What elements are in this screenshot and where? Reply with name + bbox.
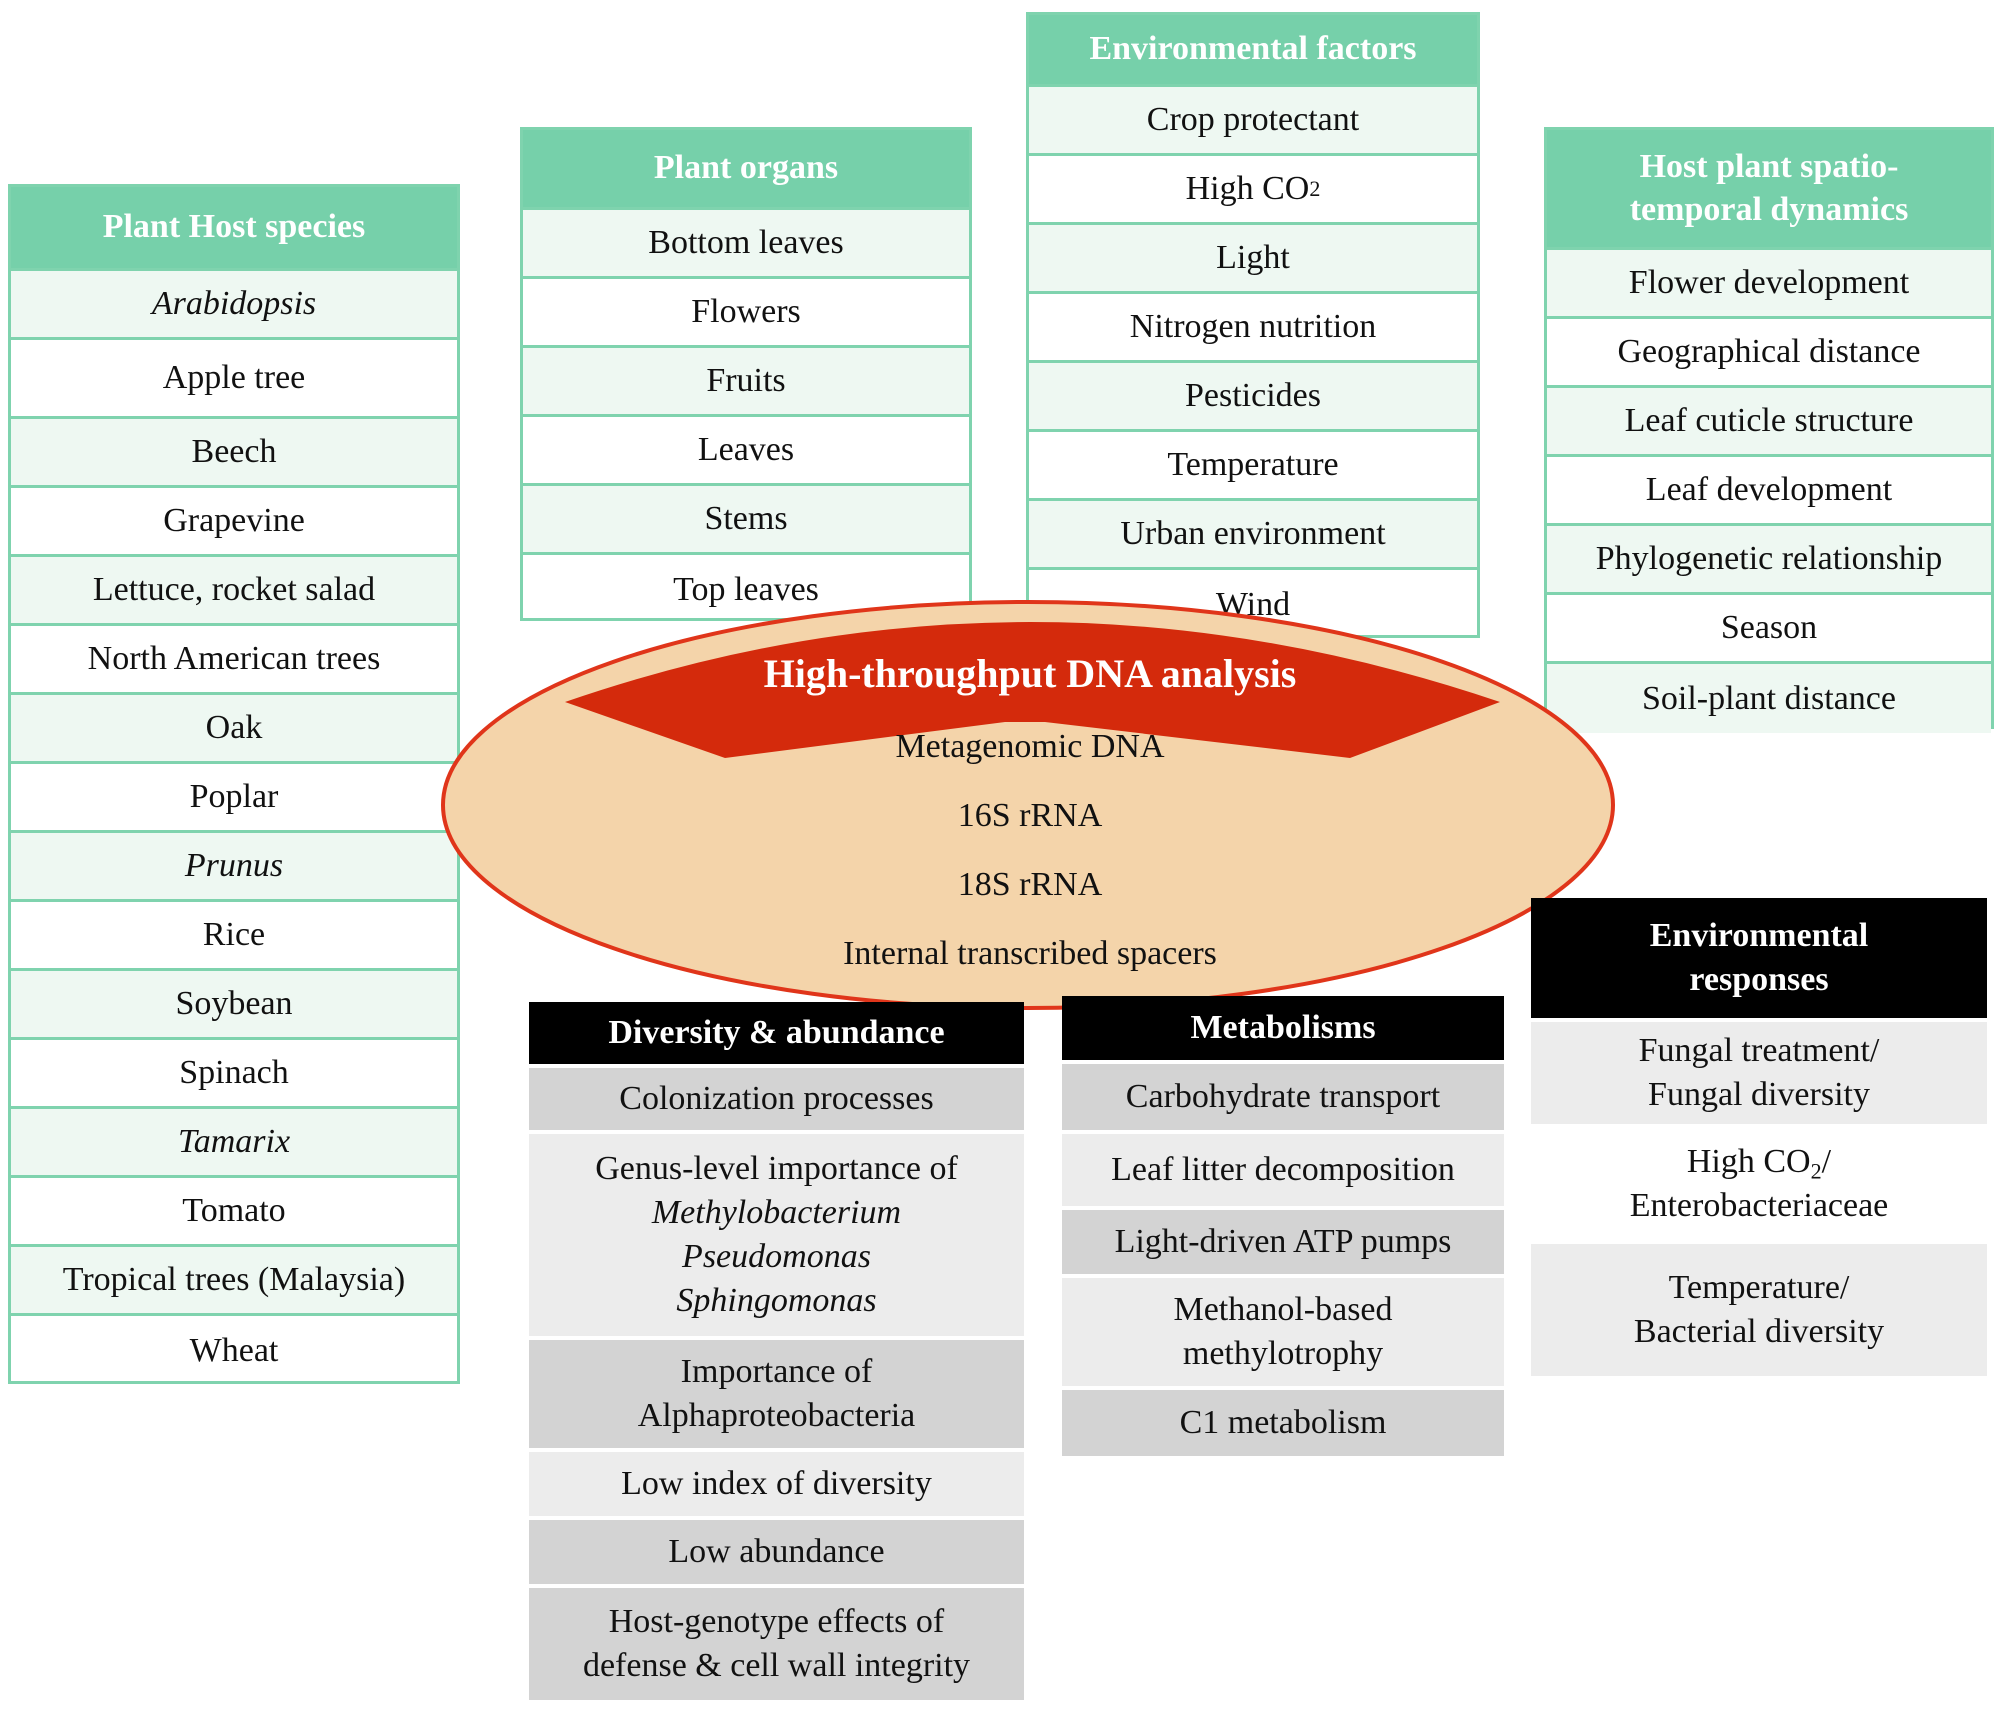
spatiotemporal-row: Flower development [1547, 250, 1991, 319]
plant-organ-row: Top leaves [673, 570, 819, 608]
environmental-factor-row: Pesticides [1029, 363, 1477, 432]
metabolisms-row-atp-pumps: Light-driven ATP pumps [1062, 1210, 1504, 1278]
metabolisms-header: Metabolisms [1062, 996, 1504, 1064]
spatiotemporal-dynamics-table: Host plant spatio- temporal dynamics Flo… [1544, 127, 1994, 733]
plant-host-row: Spinach [11, 1040, 457, 1109]
plant-host-row: Rice [11, 902, 457, 971]
plant-host-row: Wheat [189, 1331, 279, 1369]
spatiotemporal-row: Season [1547, 595, 1991, 664]
diversity-row-low-index: Low index of diversity [529, 1452, 1024, 1520]
genus-pseudomonas: Pseudomonas [682, 1238, 871, 1275]
plant-host-row: Tropical trees (Malaysia) [11, 1247, 457, 1316]
dna-item-its: Internal transcribed spacers [843, 935, 1217, 972]
metabolisms-row-methylotrophy: Methanol-based methylotrophy [1062, 1278, 1504, 1390]
plant-host-row: Arabidopsis [11, 271, 457, 340]
env-response-row-high-co2: High CO2/ Enterobacteriaceae [1531, 1128, 1987, 1244]
dna-item-16s: 16S rRNA [957, 797, 1103, 834]
spatiotemporal-row: Leaf cuticle structure [1547, 388, 1991, 457]
environmental-factor-row: Light [1029, 225, 1477, 294]
spatiotemporal-dynamics-header: Host plant spatio- temporal dynamics [1547, 130, 1991, 250]
spatiotemporal-title-line2: temporal dynamics [1629, 190, 1909, 228]
plant-host-row: Grapevine [11, 488, 457, 557]
diversity-abundance-table: Diversity & abundance Colonization proce… [529, 1002, 1024, 1700]
diversity-row-alphaproteobacteria: Importance of Alphaproteobacteria [529, 1340, 1024, 1452]
plant-host-row: Apple tree [11, 340, 457, 419]
plant-host-row: North American trees [11, 626, 457, 695]
dna-item-18s: 18S rRNA [957, 866, 1103, 903]
environmental-factor-row: Temperature [1029, 432, 1477, 501]
env-response-row-temperature: Temperature/ Bacterial diversity [1531, 1244, 1987, 1376]
diversity-row-colonization: Colonization processes [529, 1068, 1024, 1134]
spatiotemporal-title-line1: Host plant spatio- [1639, 148, 1899, 185]
plant-host-row: Soybean [11, 971, 457, 1040]
plant-host-row: Tomato [11, 1178, 457, 1247]
plant-organ-row: Stems [523, 486, 969, 555]
spatiotemporal-row: Leaf development [1547, 457, 1991, 526]
spatiotemporal-row: Soil-plant distance [1547, 664, 1991, 733]
dna-item-metagenomic: Metagenomic DNA [895, 728, 1165, 765]
environmental-factor-row: Wind [1215, 585, 1291, 623]
plant-organs-header: Plant organs [523, 130, 969, 210]
metabolisms-row-carbohydrate: Carbohydrate transport [1062, 1064, 1504, 1134]
dna-analysis-title: High-throughput DNA analysis [763, 651, 1297, 696]
environmental-responses-table: Environmental responses Fungal treatment… [1531, 898, 1987, 1376]
diversity-row-host-genotype: Host-genotype effects of defense & cell … [529, 1588, 1024, 1700]
environmental-factor-row: Crop protectant [1029, 87, 1477, 156]
plant-host-row: Poplar [11, 764, 457, 833]
spatiotemporal-row: Geographical distance [1547, 319, 1991, 388]
env-response-row-fungal: Fungal treatment/ Fungal diversity [1531, 1022, 1987, 1128]
environmental-factor-row: Nitrogen nutrition [1029, 294, 1477, 363]
plant-organ-row: Flowers [523, 279, 969, 348]
diversity-abundance-header: Diversity & abundance [529, 1002, 1024, 1068]
environmental-factors-header: Environmental factors [1029, 15, 1477, 87]
environmental-responses-header: Environmental responses [1531, 898, 1987, 1022]
metabolisms-table: Metabolisms Carbohydrate transport Leaf … [1062, 996, 1504, 1456]
plant-organ-row: Fruits [523, 348, 969, 417]
plant-host-row: Oak [11, 695, 457, 764]
diversity-row-low-abundance: Low abundance [529, 1520, 1024, 1588]
genus-sphingomonas: Sphingomonas [676, 1282, 877, 1320]
environmental-factor-row: Urban environment [1029, 501, 1477, 570]
spatiotemporal-row: Phylogenetic relationship [1547, 526, 1991, 595]
plant-organ-row: Leaves [523, 417, 969, 486]
genus-methylobacterium: Methylobacterium [651, 1193, 902, 1231]
metabolisms-row-c1: C1 metabolism [1062, 1390, 1504, 1456]
plant-organ-row: Bottom leaves [523, 210, 969, 279]
plant-host-row: Lettuce, rocket salad [11, 557, 457, 626]
metabolisms-row-leaf-litter: Leaf litter decomposition [1062, 1134, 1504, 1210]
plant-host-row: Prunus [11, 833, 457, 902]
plant-host-row: Beech [11, 419, 457, 488]
plant-host-species-header: Plant Host species [11, 187, 457, 271]
plant-host-row: Tamarix [11, 1109, 457, 1178]
diversity-row-genus-importance: Genus-level importance of Methylobacteri… [529, 1134, 1024, 1340]
